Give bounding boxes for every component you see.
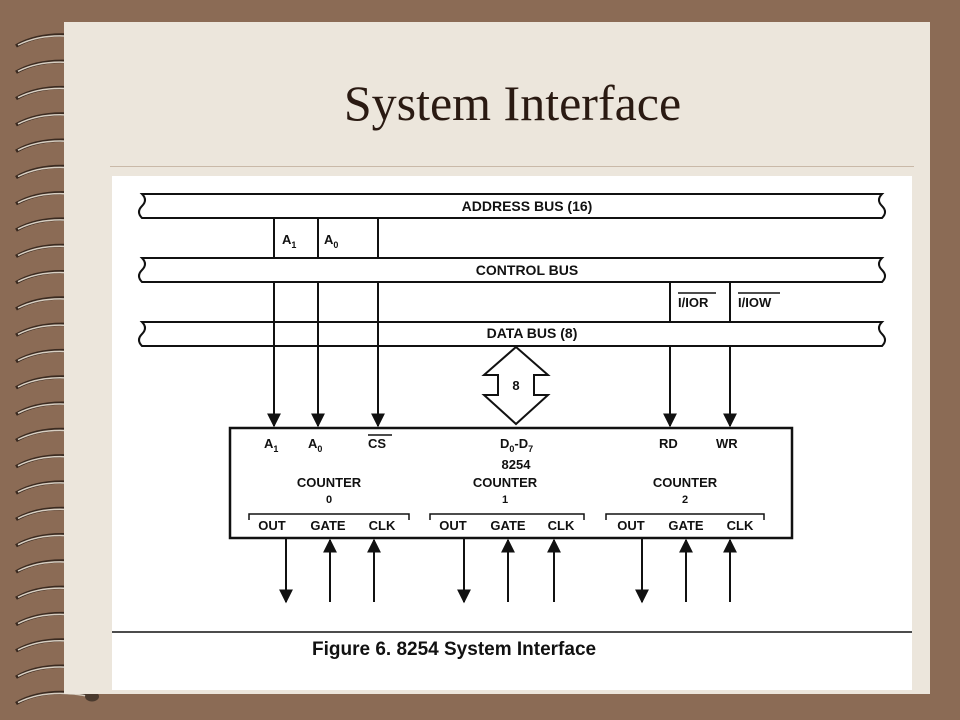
iow-label: I/IOW — [738, 295, 772, 310]
counter-2-bracket — [605, 513, 765, 520]
data-bus-label: DATA BUS (8) — [487, 325, 578, 341]
address-bus — [138, 193, 886, 219]
pin-data: D0-D7 — [500, 436, 533, 454]
ior-label: I/IOR — [678, 295, 709, 310]
counter-2-clk: CLK — [727, 518, 754, 533]
counter-1-index: 1 — [502, 494, 508, 506]
pin-a1: A1 — [264, 436, 278, 454]
a1-bus-label: A1 — [282, 232, 296, 250]
slide-title: System Interface — [343, 75, 682, 131]
counter-0-label: COUNTER — [297, 475, 362, 490]
address-bus-label: ADDRESS BUS (16) — [462, 198, 593, 214]
pin-wr: WR — [716, 436, 738, 451]
counter-0-gate: GATE — [310, 518, 345, 533]
counter-2-index: 2 — [682, 494, 688, 506]
counter-1-bracket — [429, 513, 585, 520]
chip-8254-body — [228, 426, 794, 540]
control-bus-label: CONTROL BUS — [476, 262, 578, 278]
counter-0-out: OUT — [258, 518, 286, 533]
pin-cs: CS — [368, 436, 386, 451]
counter-0-bracket — [248, 513, 410, 520]
counter-0: COUNTER 0 OUT GATE CLK — [248, 475, 410, 533]
title-divider — [110, 166, 914, 167]
counter-1-out: OUT — [439, 518, 467, 533]
pin-rd: RD — [659, 436, 678, 451]
binding-coil — [15, 690, 99, 706]
counter-1-gate: GATE — [490, 518, 525, 533]
counter-0-index: 0 — [326, 494, 332, 506]
counter-2-gate: GATE — [668, 518, 703, 533]
data-width-label: 8 — [512, 378, 519, 393]
control-bus — [138, 257, 886, 283]
counter-0-clk: CLK — [369, 518, 396, 533]
system-interface-diagram: ADDRESS BUS (16) CONTROL BUS DATA BUS (8… — [112, 193, 912, 633]
counter-1-label: COUNTER — [473, 475, 538, 490]
counter-1: COUNTER 1 OUT GATE CLK — [429, 475, 585, 533]
diagram-panel: ADDRESS BUS (16) CONTROL BUS DATA BUS (8… — [112, 176, 912, 690]
figure-caption: Figure 6. 8254 System Interface — [312, 639, 597, 660]
a0-bus-label: A0 — [324, 232, 338, 250]
counter-1-clk: CLK — [548, 518, 575, 533]
counter-2-label: COUNTER — [653, 475, 718, 490]
chip-name: 8254 — [502, 457, 532, 472]
counter-2-out: OUT — [617, 518, 645, 533]
counter-2: COUNTER 2 OUT GATE CLK — [605, 475, 765, 533]
data-bus-double-arrow — [481, 345, 551, 426]
data-bus — [138, 321, 886, 347]
pin-a0: A0 — [308, 436, 322, 454]
